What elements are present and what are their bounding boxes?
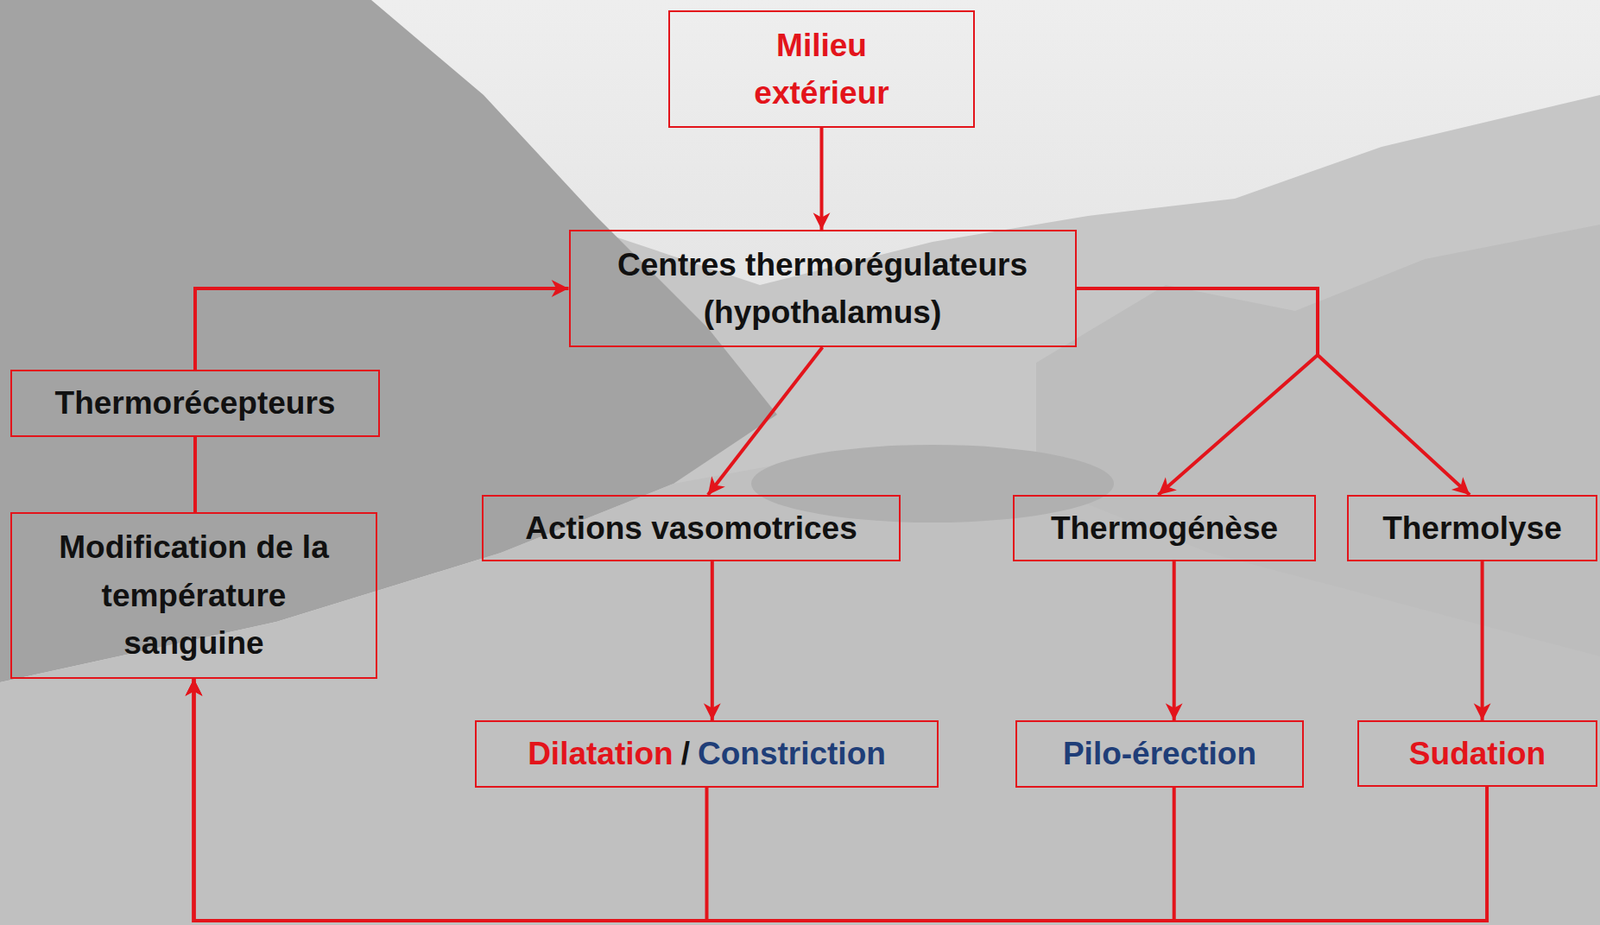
box-label: Constriction — [697, 729, 886, 778]
box-label: Sudation — [1409, 729, 1546, 778]
process-box: Dilatation/Constriction — [474, 720, 939, 788]
flow-arrow — [1076, 288, 1319, 495]
box-label: Centres thermorégulateurs (hypothalamus) — [581, 240, 1065, 337]
flow-arrow — [1076, 288, 1471, 495]
box-label: Thermogénèse — [1050, 504, 1278, 553]
flow-arrow — [1480, 561, 1485, 721]
process-box: Milieu extérieur — [668, 10, 975, 128]
box-label: Milieu extérieur — [705, 21, 939, 118]
process-box: Modification de la température sanguine — [10, 512, 378, 679]
process-box: Sudation — [1357, 720, 1598, 787]
process-box: Centres thermorégulateurs (hypothalamus) — [569, 229, 1077, 348]
box-label: Dilatation — [527, 729, 674, 778]
box-label: Actions vasomotrices — [524, 504, 858, 553]
flow-arrow — [194, 678, 1175, 921]
flow-arrow — [195, 288, 570, 370]
flow-arrow — [1172, 561, 1177, 721]
box-label: Thermorécepteurs — [55, 379, 336, 428]
process-box: Thermorécepteurs — [10, 369, 380, 437]
flow-arrow — [708, 347, 823, 495]
process-box: Actions vasomotrices — [481, 494, 901, 562]
box-label: Thermolyse — [1382, 504, 1563, 553]
flow-arrow — [193, 436, 197, 513]
process-box: Thermolyse — [1347, 494, 1598, 562]
box-label: Modification de la température sanguine — [30, 523, 359, 668]
box-label: Pilo-érection — [1062, 729, 1257, 778]
flow-arrow — [820, 127, 824, 230]
process-box: Pilo-érection — [1015, 720, 1304, 788]
box-label: / — [681, 729, 690, 778]
flow-arrow — [710, 561, 715, 721]
valley-floor — [0, 449, 1600, 925]
process-box: Thermogénèse — [1012, 494, 1316, 562]
flow-arrow — [194, 678, 708, 921]
flow-arrow — [194, 678, 1488, 921]
